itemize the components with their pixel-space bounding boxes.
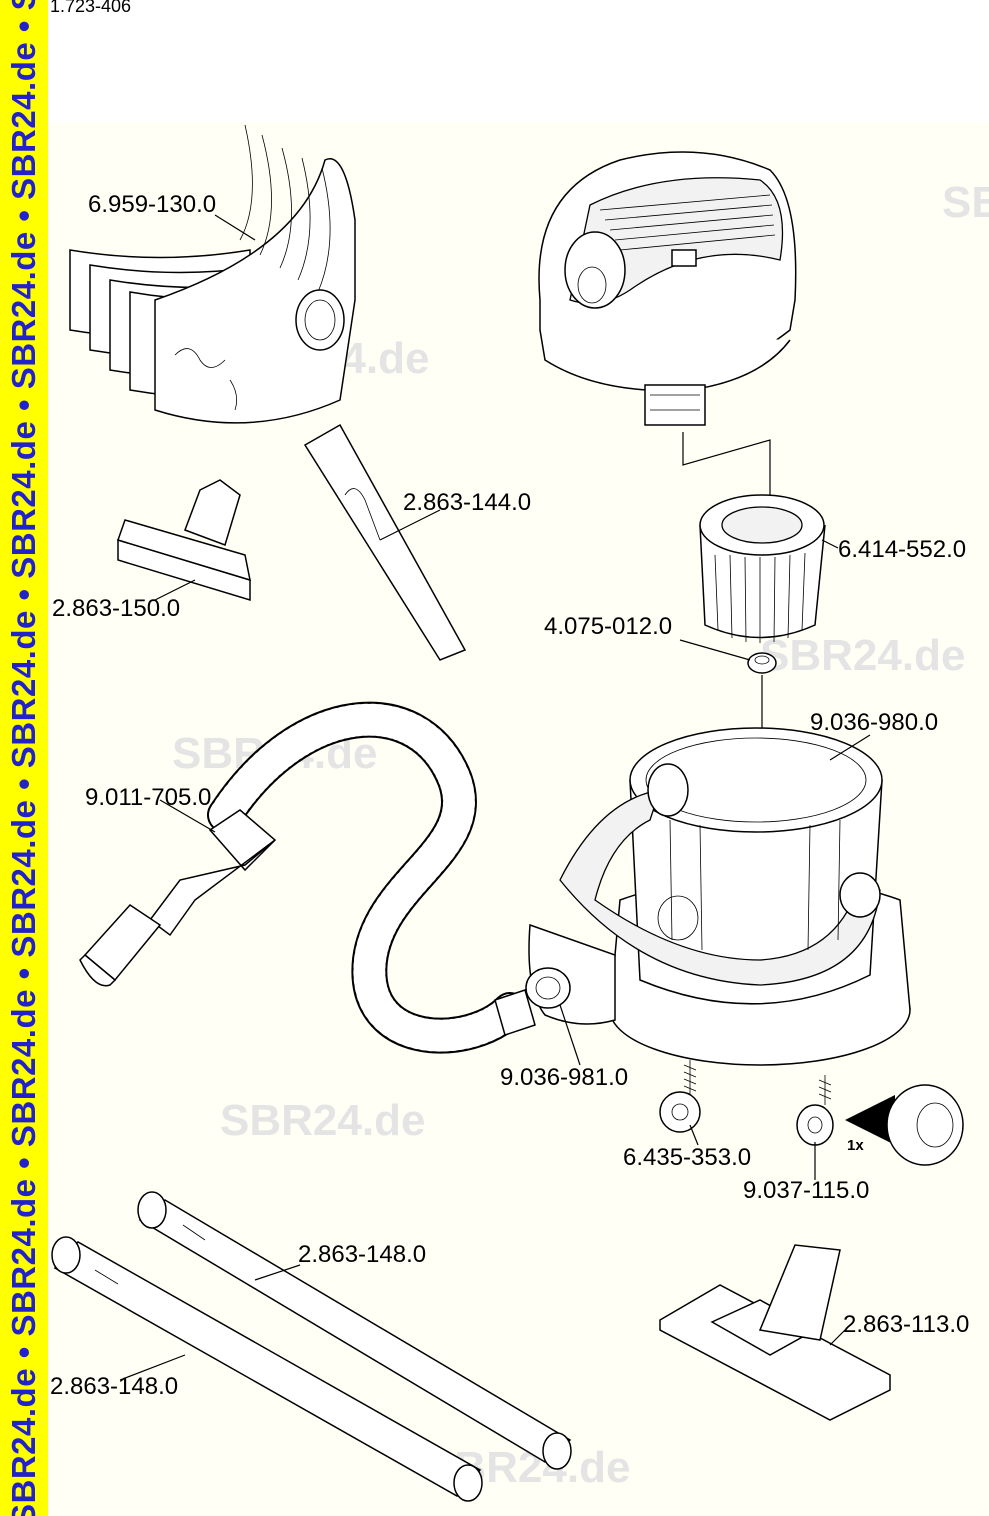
cartridge-filter-drawing (699, 494, 826, 643)
castor-drawing (659, 1060, 964, 1166)
part-label-suction-hose: 9.011-705.0 (85, 784, 211, 811)
quantity-note: 1x (847, 1137, 864, 1154)
watermark: SBR24.de (220, 1096, 425, 1145)
part-label-castor-alt: 9.037-115.0 (743, 1177, 869, 1204)
part-label-filter-bags: 6.959-130.0 (88, 191, 216, 218)
part-label-hose-inlet: 9.036-981.0 (500, 1064, 628, 1091)
part-label-suction-tube-b: 2.863-148.0 (50, 1373, 178, 1400)
floor-nozzle-drawing (659, 1244, 891, 1421)
suction-hose-drawing (79, 701, 536, 1054)
part-label-crevice-nozzle: 2.863-144.0 (403, 489, 531, 516)
document-id: 1.723-406 (50, 0, 132, 16)
filter-screw-drawing (747, 652, 777, 674)
container-drawing (525, 727, 911, 1066)
watermark: SBR24.de (760, 631, 965, 680)
suction-tubes-drawing (51, 1191, 572, 1502)
part-label-floor-nozzle: 2.863-113.0 (843, 1311, 969, 1338)
part-label-upholstery-nozzle: 2.863-150.0 (52, 595, 180, 622)
upholstery-nozzle-drawing (117, 479, 251, 602)
part-label-filter-screw: 4.075-012.0 (544, 613, 672, 640)
crevice-nozzle-drawing (303, 423, 467, 661)
part-label-container: 9.036-980.0 (810, 709, 938, 736)
motor-head-drawing (538, 151, 797, 426)
part-label-cartridge-filter: 6.414-552.0 (838, 536, 966, 563)
filter-bags-drawing (69, 124, 356, 424)
watermark-sidebar: SBR24.de • SBR24.de • SBR24.de • SBR24.d… (0, 0, 48, 1516)
part-label-suction-tube-a: 2.863-148.0 (298, 1241, 426, 1268)
watermark: SBR24.de (942, 178, 989, 227)
part-label-castor: 6.435-353.0 (623, 1144, 751, 1171)
